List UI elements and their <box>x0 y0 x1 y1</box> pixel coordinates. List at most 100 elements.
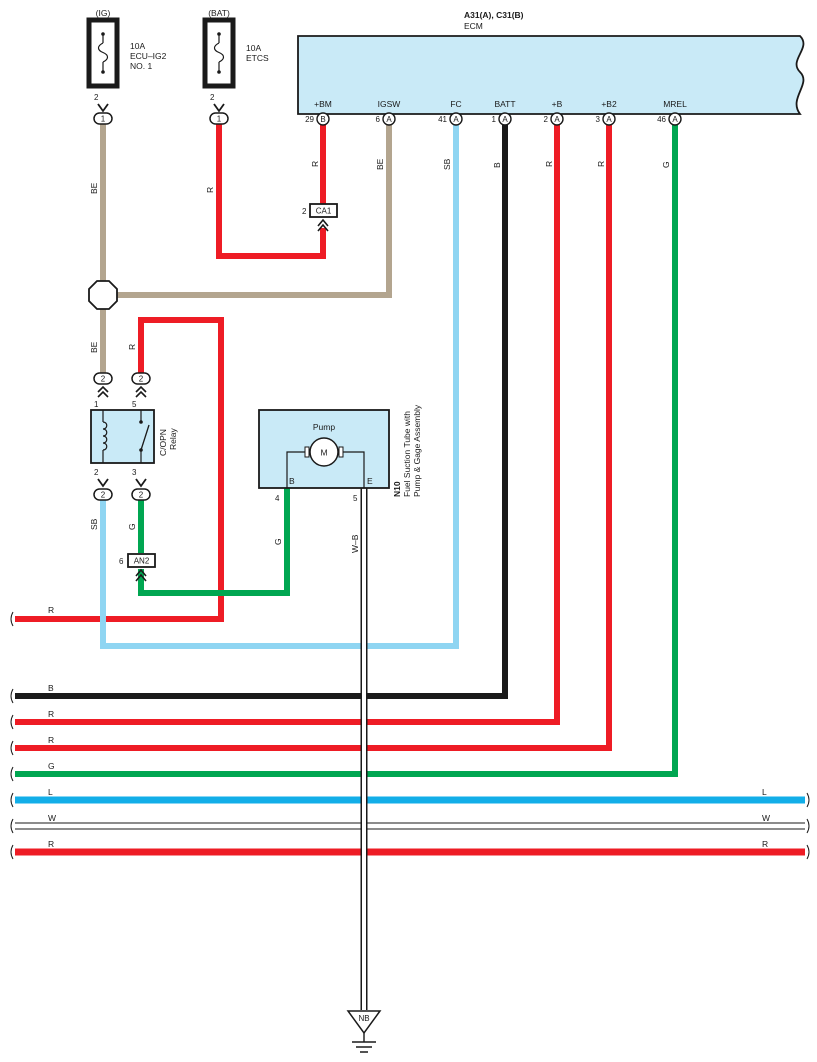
wire-label: BE <box>375 158 385 170</box>
ecm-terminal-pin: 1 <box>492 115 497 124</box>
wire-label: G <box>661 161 671 168</box>
wire-label: R <box>48 735 54 745</box>
fuse-etcs: (BAT) 10A ETCS 2 <box>202 8 269 102</box>
ecm-terminal-connector <box>449 112 463 126</box>
wire-label: B <box>492 162 502 168</box>
pump-terminal: B <box>289 476 295 486</box>
wire-label: R <box>127 344 137 350</box>
wire-label: R <box>310 161 320 167</box>
connector-pin: 2 <box>101 375 106 384</box>
break-mark <box>10 844 14 860</box>
break-mark <box>10 818 14 834</box>
ecm-ref: A31(A), C31(B) <box>464 10 524 20</box>
ecm-terminal-name: +BM <box>314 99 332 109</box>
ecm-terminal-name: MREL <box>663 99 687 109</box>
ecm-terminal-name: +B2 <box>601 99 617 109</box>
ecm-terminal-name: IGSW <box>378 99 401 109</box>
fuse-ig-connector: 1 <box>93 103 113 125</box>
ground-icon <box>352 1033 376 1053</box>
ecm-terminal-pin: 3 <box>596 115 601 124</box>
pin-number: 2 <box>94 93 99 102</box>
fuse-element-icon <box>213 42 225 63</box>
motor-label: M <box>320 448 327 458</box>
connector-pin: 2 <box>139 491 144 500</box>
ecm-terminal-conn: A <box>672 115 678 124</box>
fuse-rating: 10A <box>246 43 261 53</box>
wire-label: G <box>273 538 283 545</box>
break-mark <box>10 714 14 730</box>
wire-label: W–B <box>350 534 360 553</box>
relay-pin: 3 <box>132 468 137 477</box>
pump-pin: 5 <box>353 494 358 503</box>
wire-label: SB <box>89 518 99 530</box>
pump-desc-2: Pump & Gage Assembly <box>412 404 422 497</box>
connector-name: CA1 <box>316 207 332 216</box>
ecm-terminal-connector <box>668 112 682 126</box>
break-mark <box>806 792 810 808</box>
ecm-terminal-pin: 6 <box>376 115 381 124</box>
fuse-element-icon <box>97 42 109 63</box>
pump-terminal: E <box>367 476 373 486</box>
wire-label: R <box>544 161 554 167</box>
motor-icon <box>309 437 339 467</box>
ecm-terminal-pin: 29 <box>305 115 314 124</box>
ecm-terminal-name: BATT <box>494 99 515 109</box>
connector-ca1: 2 CA1 <box>302 203 338 232</box>
wire-label: W <box>48 813 56 823</box>
connector-pin: 1 <box>217 115 222 124</box>
ecm-terminal-connector <box>498 112 512 126</box>
relay-c-opn: 2 2 1 5 2 3 2 2 C/OPN Relay <box>90 372 178 501</box>
ecm-terminal-conn: A <box>386 115 392 124</box>
pump-desc: Fuel Suction Tube with <box>402 411 412 497</box>
fuse-name: ECU–IG2 <box>130 51 167 61</box>
connector-an2: 6 AN2 <box>119 553 156 582</box>
wire-label: B <box>48 683 54 693</box>
fuse-source-label: (IG) <box>96 8 111 18</box>
ecm-terminal-conn: A <box>502 115 508 124</box>
wire-label: R <box>762 839 768 849</box>
fuel-pump-assembly: Pump M B E 4 5 N10 Fuel Suction Tube wit… <box>258 404 422 503</box>
break-mark <box>806 818 810 834</box>
wire-label: L <box>762 787 767 797</box>
wire-label: G <box>48 761 55 771</box>
pin-number: 2 <box>210 93 215 102</box>
ground-nb: NB <box>346 1010 382 1053</box>
wire-label: W <box>762 813 770 823</box>
ecm-terminal-conn: A <box>606 115 612 124</box>
fuse-name-2: NO. 1 <box>130 61 152 71</box>
pump-ref: N10 <box>392 481 402 497</box>
connector-pin: 1 <box>101 115 106 124</box>
wire-r-plusb2 <box>15 124 612 751</box>
break-mark <box>10 688 14 704</box>
connector-pin: 6 <box>119 557 124 566</box>
relay-name: C/OPN <box>158 429 168 456</box>
ecm-terminal-pin: 46 <box>657 115 666 124</box>
connector-pin: 2 <box>302 207 307 216</box>
wire-label: R <box>48 839 54 849</box>
wire-g-mrel <box>15 124 678 777</box>
ecm-terminal-name: FC <box>450 99 461 109</box>
wire-label: R <box>596 161 606 167</box>
pump-pin: 4 <box>275 494 280 503</box>
fuse-source-label: (BAT) <box>208 8 230 18</box>
break-mark <box>10 611 14 627</box>
connector-pin: 2 <box>101 491 106 500</box>
wire-label: R <box>205 187 215 193</box>
break-mark <box>10 740 14 756</box>
ecm-terminal-connector <box>550 112 564 126</box>
fuse-bat-connector: 1 <box>209 103 229 125</box>
wire-label: L <box>48 787 53 797</box>
fuse-name: ETCS <box>246 53 269 63</box>
relay-name-2: Relay <box>168 428 178 450</box>
ecm-terminal-pin: 41 <box>438 115 447 124</box>
ecm-terminal-connector <box>602 112 616 126</box>
relay-coil-icon <box>102 421 108 451</box>
fuse-ecu-ig2: (IG) 10A ECU–IG2 NO. 1 2 <box>86 8 167 102</box>
wire-r-plusb <box>15 124 560 725</box>
junction-splice <box>88 280 118 310</box>
ecm-terminal-conn: B <box>320 115 325 124</box>
ecm-name: ECM <box>464 21 483 31</box>
relay-pin: 2 <box>94 468 99 477</box>
wire-be-igsw <box>103 124 392 298</box>
